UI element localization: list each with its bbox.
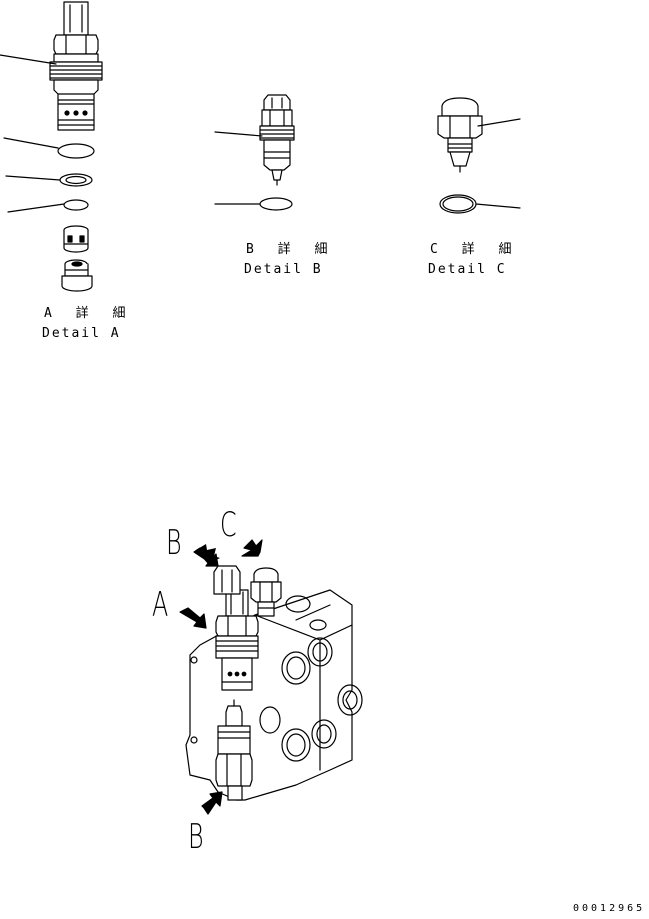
detail-b-caption-jp: B 詳 細 [246, 242, 336, 257]
detail-c-caption-en: Detail C [428, 262, 507, 277]
valve-block-assembly-drawing [185, 565, 363, 801]
detail-c-plug-drawing [437, 97, 521, 214]
detail-c-caption-jp: C 詳 細 [430, 242, 520, 257]
detail-b-valve-drawing [214, 94, 295, 211]
drawing-number: 00012965 [573, 903, 646, 914]
callout-c: C [220, 505, 237, 545]
detail-a-relief-valve-drawing [0, 1, 103, 292]
callout-a: A [152, 585, 169, 625]
detail-a-caption-jp: A 詳 細 [44, 306, 134, 321]
callout-b-bottom: B [188, 817, 204, 857]
callout-arrows [179, 539, 263, 815]
detail-a-caption-en: Detail A [42, 326, 121, 341]
detail-b-caption-en: Detail B [244, 262, 323, 277]
callout-b-top: B [166, 523, 182, 563]
